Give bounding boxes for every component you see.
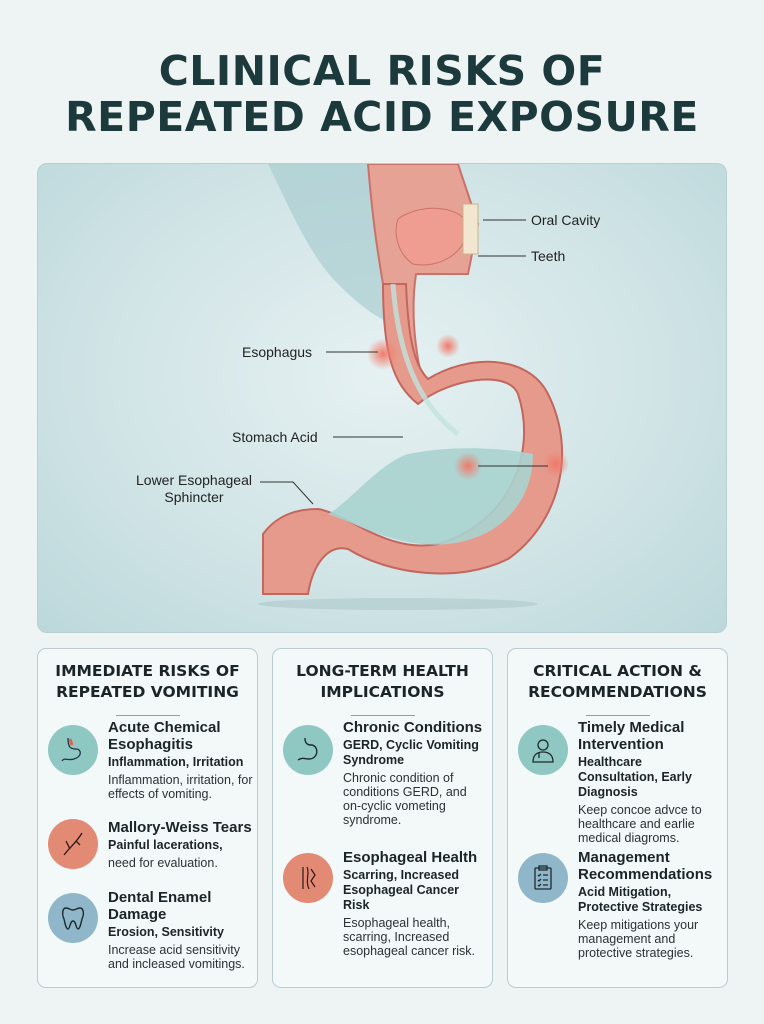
inflammation-spot [454, 452, 482, 480]
item-description: Keep mitigations your management and pro… [578, 918, 699, 960]
label-stomach-acid: Stomach Acid [232, 429, 318, 445]
item-subtitle: Scarring, Increased Esophageal Cancer Ri… [343, 868, 460, 912]
inflammation-spot [436, 334, 460, 358]
head-silhouette [268, 164, 398, 324]
esophagus-icon [48, 725, 98, 775]
item-title: Timely Medical Intervention [578, 719, 685, 753]
label-oral-cavity: Oral Cavity [531, 212, 601, 228]
card-heading: CRITICAL ACTION & RECOMMENDATIONS [528, 662, 707, 701]
card-immediate-risks: IMMEDIATE RISKS OF REPEATED VOMITING Acu… [37, 648, 258, 988]
label-leaders [260, 219, 548, 505]
label-esophagus: Esophagus [242, 344, 313, 360]
item-title: Esophageal Health [343, 849, 478, 866]
doctor-icon [518, 725, 568, 775]
item-subtitle: Healthcare Consultation, Early Diagnosis [578, 755, 692, 799]
label-lower-esophageal-sphincter: Lower Esophageal Sphincter [129, 472, 259, 506]
title-line-2: REPEATED ACID EXPOSURE [65, 93, 699, 141]
tongue-shape [395, 207, 469, 266]
item-description: Inflammation, irritation, for effects of… [108, 773, 253, 801]
card-long-term-implications: LONG-TERM HEALTH IMPLICATIONS Chronic Co… [272, 648, 493, 988]
anatomy-illustration [258, 164, 569, 610]
shadow [258, 598, 538, 610]
item-title: Acute Chemical Esophagitis [108, 719, 221, 753]
tear-icon [48, 819, 98, 869]
item-title: Management Recommendations [578, 849, 713, 883]
stomach-acid-pool [328, 448, 533, 545]
stomach-icon [283, 725, 333, 775]
item-subtitle: GERD, Cyclic Vomiting Syndrome [343, 738, 479, 767]
label-teeth: Teeth [531, 248, 566, 264]
clipboard-icon [518, 853, 568, 903]
item-description: need for evaluation. [108, 856, 218, 870]
inflammation-spot [543, 451, 569, 477]
item-description: Chronic condition of conditions GERD, an… [343, 771, 467, 827]
item-description: Keep concoe advce to healthcare and earl… [578, 803, 702, 845]
title-line-1: CLINICAL RISKS OF [158, 47, 606, 95]
item-subtitle: Erosion, Sensitivity [108, 925, 225, 939]
divider [350, 715, 415, 716]
item-subtitle: Acid Mitigation, Protective Strategies [578, 885, 703, 914]
acid-reflux-stream [390, 283, 460, 436]
les-line-2: Sphincter [164, 489, 224, 505]
teeth-shape [462, 203, 479, 255]
card-critical-actions: CRITICAL ACTION & RECOMMENDATIONS Timely… [507, 648, 728, 988]
scarring-icon [283, 853, 333, 903]
inflammation-spot [367, 338, 399, 370]
divider [115, 715, 180, 716]
anatomy-diagram-panel: Oral Cavity Teeth Esophagus Stomach Acid… [37, 163, 727, 633]
item-title: Mallory-Weiss Tears [108, 819, 252, 836]
item-title: Dental Enamel Damage [108, 889, 212, 923]
item-description: Increase acid sensitivity and incleased … [108, 943, 245, 971]
item-subtitle: Painful lacerations, [108, 838, 223, 852]
item-subtitle: Inflammation, Irritation [108, 755, 244, 769]
page-title: CLINICAL RISKS OF REPEATED ACID EXPOSURE [0, 48, 764, 140]
item-title: Chronic Conditions [343, 719, 483, 736]
divider [585, 715, 650, 716]
tooth-icon [48, 893, 98, 943]
card-heading: IMMEDIATE RISKS OF REPEATED VOMITING [55, 662, 240, 701]
les-line-1: Lower Esophageal [136, 472, 252, 488]
card-heading: LONG-TERM HEALTH IMPLICATIONS [296, 662, 469, 701]
item-description: Esophageal health, scarring, Increased e… [343, 916, 476, 958]
